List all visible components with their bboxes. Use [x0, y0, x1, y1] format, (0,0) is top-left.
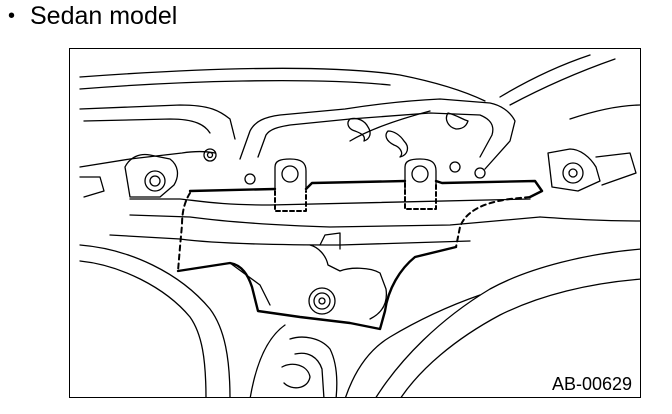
left-bracket-mid [83, 118, 211, 134]
diagram-frame: AB-00629 [69, 48, 641, 398]
lower-left-arch-inner [79, 260, 207, 397]
left-hinge-bolt-inner [149, 175, 161, 187]
lower-center-panel [345, 294, 481, 397]
center-bracket-lip [319, 232, 341, 250]
lower-bracket-tube [289, 336, 338, 397]
figure-code: AB-00629 [549, 374, 634, 395]
bolt-upper-left-inner [206, 151, 214, 159]
bolt-upper-left [203, 148, 217, 162]
bolt-small-2 [449, 161, 461, 173]
harness-clip-3 [445, 112, 469, 130]
bolt-small-1 [244, 173, 256, 185]
stud-right [411, 165, 429, 183]
right-hinge-body [547, 148, 601, 192]
left-hinge-bolt [144, 170, 166, 192]
harness-clip-2 [385, 130, 409, 158]
left-hinge-body [124, 153, 179, 198]
upper-panel-curve-inner [79, 79, 391, 90]
stud-mount-right [404, 158, 437, 190]
hidden-outline-left [177, 192, 191, 272]
center-bolt-outer [308, 287, 336, 315]
upper-right-curve [499, 54, 591, 98]
far-left-bracket [79, 176, 105, 198]
harness-line [349, 110, 431, 142]
lower-cover-panel [176, 245, 458, 331]
right-bracket [595, 152, 637, 186]
hidden-outline-stud-left [274, 190, 307, 212]
bolt-small-3 [474, 167, 486, 179]
left-side-rail [79, 150, 216, 168]
center-bolt-inner [318, 297, 326, 305]
cross-member-outer [239, 98, 516, 170]
right-hinge-bolt-inner [568, 168, 578, 178]
lower-cover-left-rib [229, 262, 271, 306]
upper-panel-curve [79, 67, 486, 102]
left-bracket-top [79, 104, 236, 140]
bullet-glyph: • [8, 4, 16, 27]
lower-left-arch [79, 244, 231, 397]
main-rail-top [188, 179, 544, 199]
lower-right-sweep [375, 248, 640, 397]
main-rail-bottom [109, 234, 471, 246]
heading-text: Sedan model [30, 1, 178, 30]
lower-left-structure [249, 324, 286, 397]
harness-clip-1 [347, 117, 371, 142]
center-bracket-body [309, 244, 388, 320]
center-bolt-mid [313, 292, 331, 310]
section-heading: • Sedan model [8, 0, 177, 32]
stud-left [281, 165, 299, 183]
lower-tube-end [281, 363, 311, 389]
cross-member-inner [257, 112, 494, 158]
upper-right-curve-2 [509, 58, 616, 106]
upper-right-edge [569, 104, 640, 120]
line-drawing [79, 54, 640, 397]
stud-mount-left [274, 158, 307, 190]
lower-right-panel [539, 216, 640, 222]
main-rail-secondary [129, 198, 531, 206]
hidden-outline-stud-right [404, 182, 437, 210]
hidden-outline-right [455, 196, 531, 248]
main-rail-lower [129, 214, 541, 228]
lower-right-sweep-2 [400, 278, 640, 397]
right-hinge-bolt [562, 162, 584, 184]
lower-bracket-tube-inner [294, 352, 325, 397]
